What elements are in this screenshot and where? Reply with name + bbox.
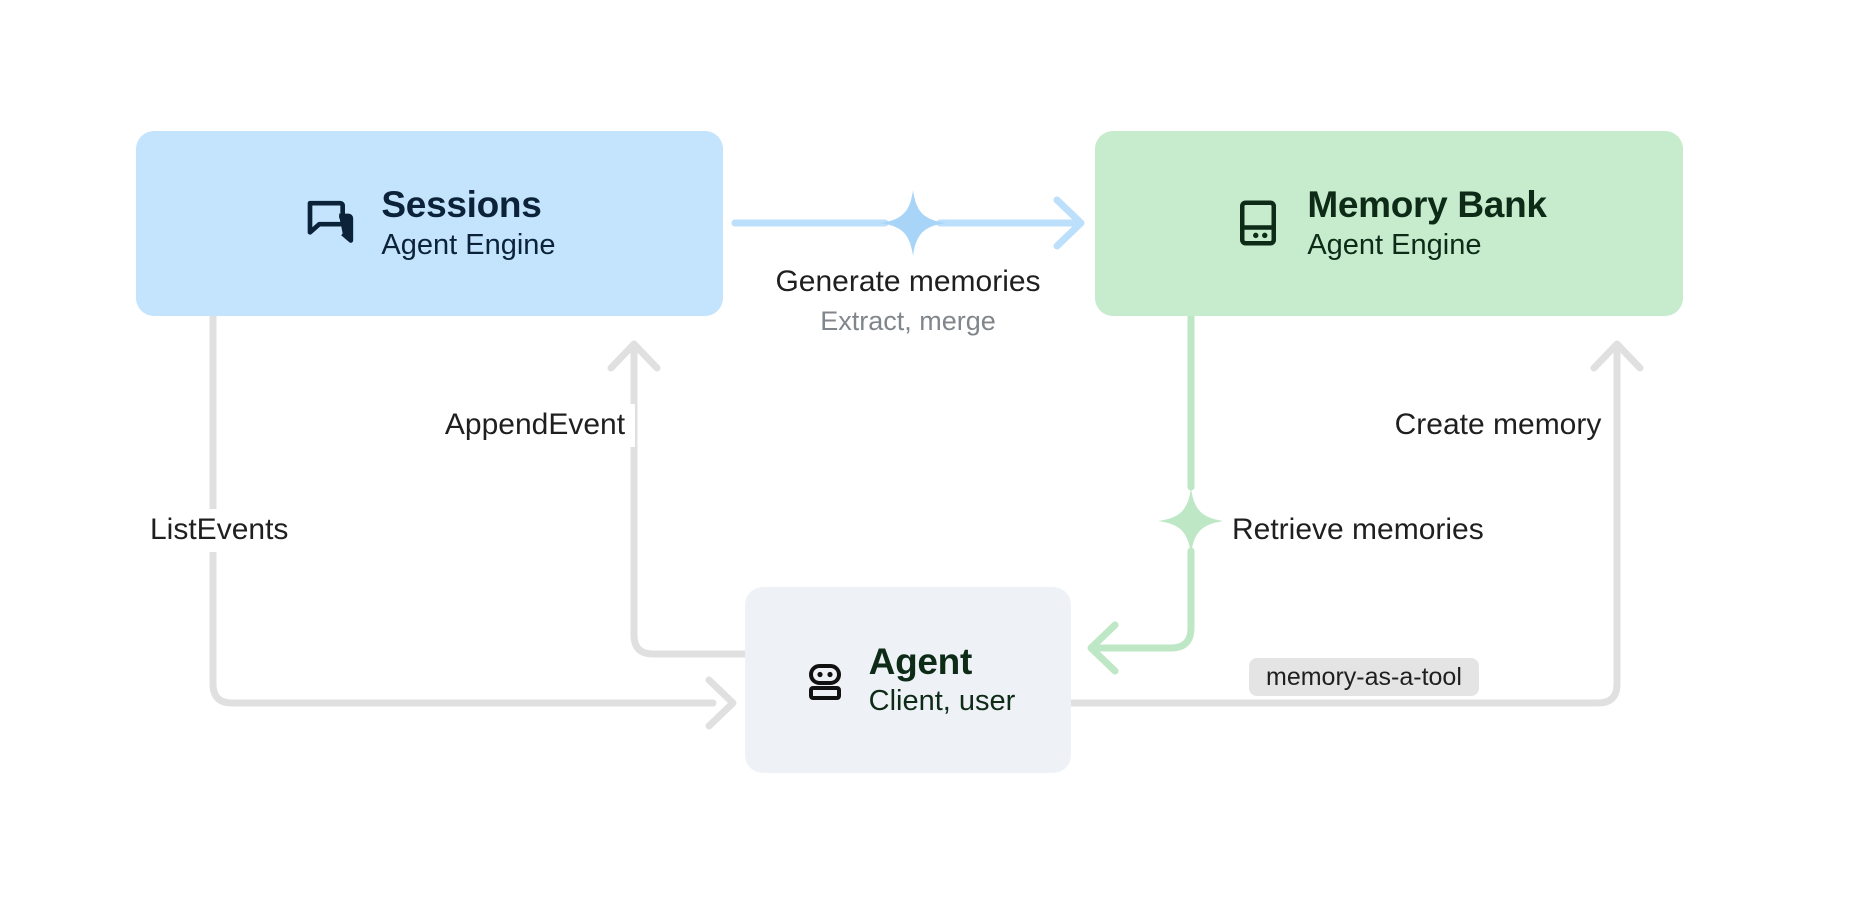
create-memory-arrowhead xyxy=(1590,340,1644,372)
edge-label-append-event: AppendEvent xyxy=(434,404,636,447)
chip-memory-as-a-tool: memory-as-a-tool xyxy=(1249,658,1479,696)
edge-label-create-memory: Create memory xyxy=(1384,404,1612,447)
node-agent[interactable]: Agent Client, user xyxy=(745,587,1071,773)
edge-label-text: Generate memories xyxy=(775,265,1041,298)
append-event-line xyxy=(630,341,749,658)
node-title: Memory Bank xyxy=(1307,184,1547,226)
sparkle-icon xyxy=(880,190,946,256)
node-memory-bank[interactable]: Memory Bank Agent Engine xyxy=(1095,131,1683,316)
edge-retrieve-memories xyxy=(1087,312,1224,675)
node-subtitle: Client, user xyxy=(868,685,1016,718)
append-event-arrowhead xyxy=(607,340,661,372)
retrieve-memories-line-bottom xyxy=(1088,547,1195,652)
node-subtitle: Agent Engine xyxy=(1307,228,1482,261)
database-drive-icon xyxy=(1231,196,1285,250)
node-subtitle: Agent Engine xyxy=(381,228,556,261)
generate-memories-arrowhead xyxy=(1053,196,1085,250)
node-title: Sessions xyxy=(381,184,542,226)
chat-bubbles-icon xyxy=(303,195,359,251)
list-events-arrowhead xyxy=(705,676,737,730)
node-sessions[interactable]: Sessions Agent Engine xyxy=(136,131,723,316)
edge-label-retrieve-memories: Retrieve memories xyxy=(1222,509,1494,552)
edge-sublabel-text: Extract, merge xyxy=(820,305,996,336)
retrieve-memories-arrowhead xyxy=(1087,621,1119,675)
robot-icon xyxy=(801,656,849,704)
sparkle-icon xyxy=(1158,488,1224,554)
edge-label-generate-memories: Generate memories Extract, merge xyxy=(767,265,1049,337)
node-title: Agent xyxy=(868,640,973,682)
edge-generate-memories xyxy=(731,190,1085,256)
edge-append-event xyxy=(607,340,749,658)
edge-label-list-events: ListEvents xyxy=(140,509,299,552)
